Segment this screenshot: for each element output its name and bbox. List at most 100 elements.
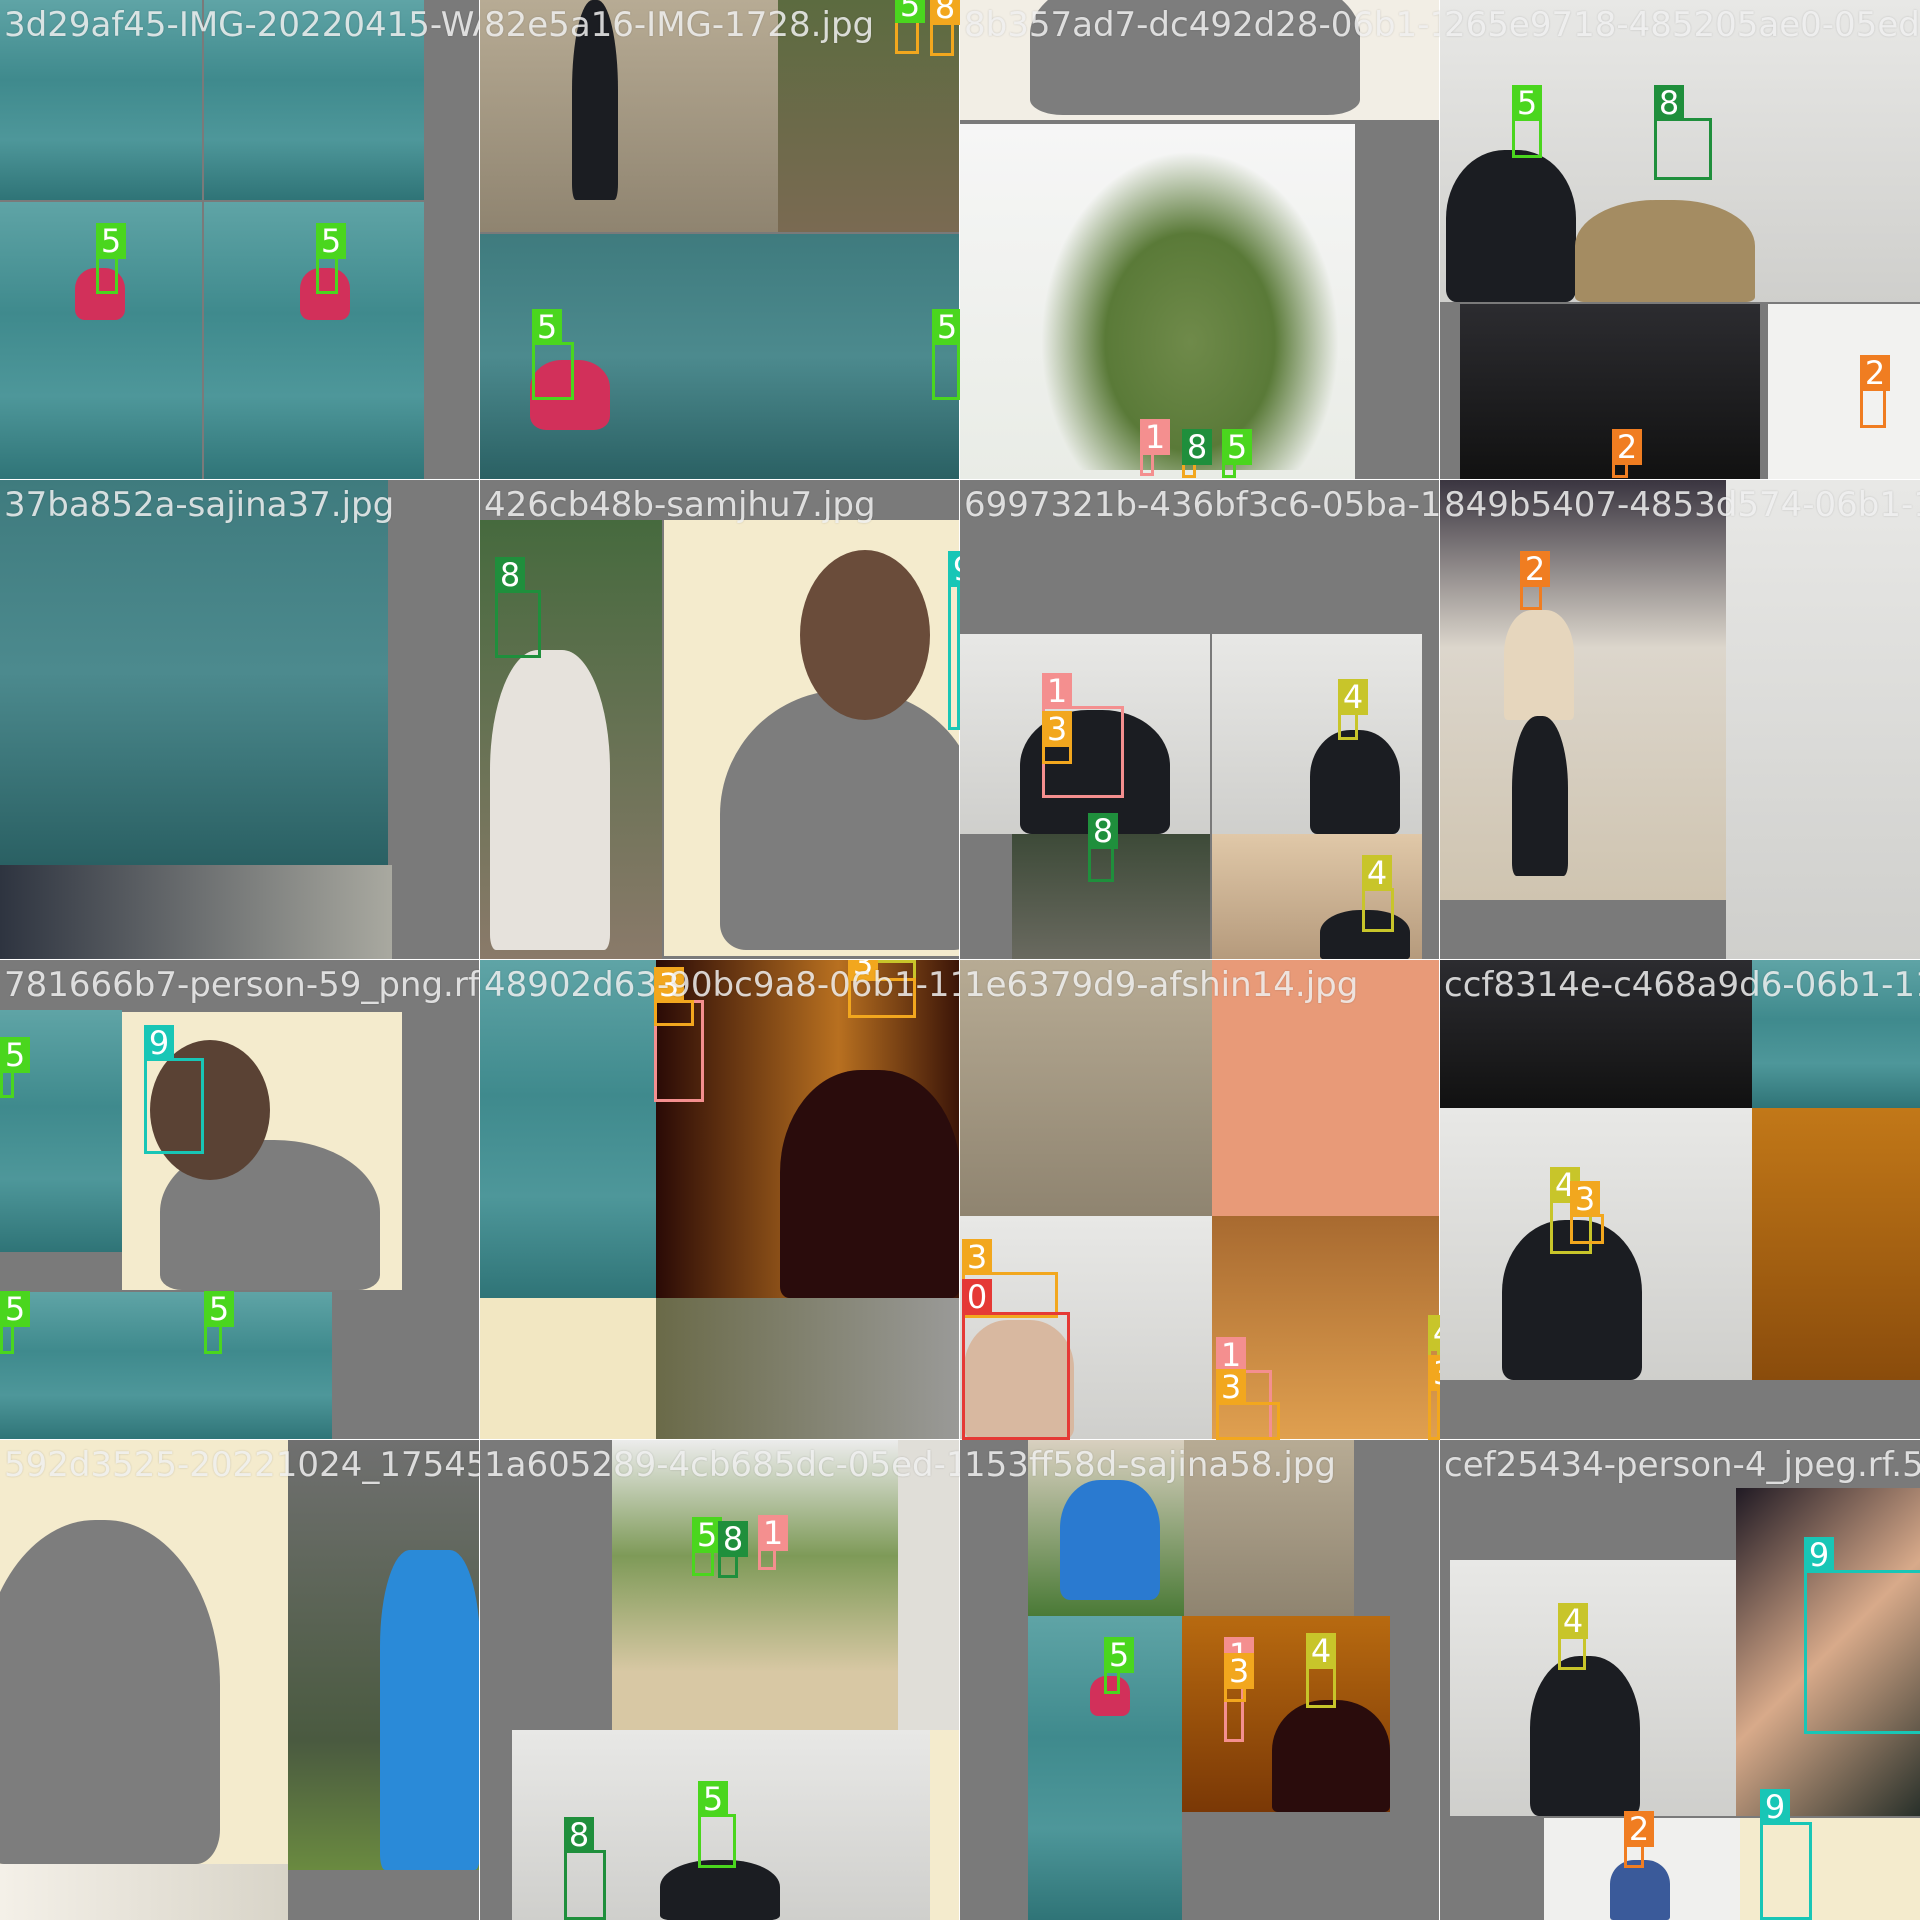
person-figure — [720, 690, 960, 950]
image-panel — [480, 234, 960, 480]
detection-label: 8 — [1654, 85, 1684, 121]
detection-box: 8 — [1088, 813, 1118, 882]
detection-label: 9 — [1760, 1789, 1790, 1825]
mosaic-tile[interactable]: 5 8 5 5 82e5a16-IMG-1728.jpg — [479, 0, 961, 481]
detection-box: 3 — [1224, 1653, 1254, 1702]
image-panel — [1726, 480, 1920, 960]
detection-label: 5 — [0, 1037, 30, 1073]
person-figure — [1030, 0, 1360, 115]
image-panel — [204, 202, 424, 480]
image-panel — [1460, 304, 1760, 480]
detection-label: 8 — [1182, 429, 1212, 465]
image-panel — [656, 1298, 960, 1440]
image-panel — [0, 480, 388, 865]
mosaic-tile[interactable]: 592d3525-20221024_175453.jpg — [0, 1439, 481, 1920]
image-panel — [1212, 960, 1440, 1216]
image-panel — [1768, 304, 1920, 480]
mosaic-tile[interactable]: 5 8 1 8 5 1a605289-4cb685dc-05ed-11 — [479, 1439, 961, 1920]
detection-box: 4 — [1338, 679, 1368, 740]
detection-label: 8 — [1088, 813, 1118, 849]
detection-label: 8 — [495, 557, 525, 593]
detection-box: 8 — [930, 0, 960, 56]
detection-box: 5 — [692, 1517, 722, 1576]
detection-label: 8 — [718, 1521, 748, 1557]
mosaic-tile[interactable]: 4 3 ccf8314e-c468a9d6-06b1-11 — [1439, 959, 1920, 1441]
mosaic-tile[interactable]: 9 4 2 9 cef25434-person-4_jpeg.rf.5 — [1439, 1439, 1920, 1920]
mosaic-tile[interactable]: 37ba852a-sajina37.jpg — [0, 479, 481, 961]
person-figure — [1320, 910, 1410, 960]
tile-title: 3d29af45-IMG-20220415-WA0052.jpg — [4, 5, 480, 45]
detection-label: 4 — [1558, 1603, 1588, 1639]
detection-label: 5 — [895, 0, 925, 23]
detection-box: 5 — [0, 1291, 30, 1354]
tile-title: 781666b7-person-59_png.rf. — [4, 965, 480, 1005]
detection-box: 5 — [96, 223, 126, 294]
detection-box: 4 — [1306, 1633, 1336, 1708]
detection-label: 5 — [1222, 429, 1252, 465]
detection-label: 9 — [948, 551, 960, 587]
tile-title: 592d3525-20221024_175453.jpg — [4, 1445, 480, 1485]
detection-box: 5 — [204, 1291, 234, 1354]
detection-box: 5 — [895, 0, 925, 54]
image-panel — [1184, 1440, 1354, 1616]
detection-label: 5 — [692, 1517, 722, 1553]
detection-box: 1 — [1042, 673, 1124, 798]
detection-box: 5 — [0, 1037, 30, 1098]
tile-title: 1a605289-4cb685dc-05ed-11 — [484, 1445, 960, 1485]
detection-box: 5 — [532, 309, 574, 400]
detection-box: 3 — [1570, 1181, 1604, 1244]
mosaic-tile[interactable]: 5 8 2 2 265e9718-485205ae0-05ed-1 — [1439, 0, 1920, 481]
image-panel — [480, 960, 656, 1298]
tile-title: 849b5407-4853d574-06b1-1 — [1444, 485, 1920, 525]
person-figure — [380, 1550, 480, 1870]
image-panel — [480, 0, 778, 232]
image-panel — [480, 1298, 656, 1440]
person-figure — [660, 1860, 780, 1920]
person-figure — [964, 1320, 1074, 1440]
detection-box: 2 — [1624, 1811, 1654, 1868]
person-figure — [1610, 1860, 1670, 1920]
mosaic-tile[interactable]: 1 3 4 3 48902d63-90bc9a8-06b1-11 — [479, 959, 961, 1441]
tile-title: 8b357ad7-dc492d28-06b1-11 — [964, 5, 1440, 45]
image-panel — [1740, 1818, 1920, 1920]
mosaic-tile[interactable]: 8 9 426cb48b-samjhu7.jpg — [479, 479, 961, 961]
mosaic-tile[interactable]: 5 5 3d29af45-IMG-20220415-WA0052.jpg — [0, 0, 481, 481]
mosaic-tile[interactable]: 1 8 5 8b357ad7-dc492d28-06b1-11 — [959, 0, 1441, 481]
tile-title: 48902d63-90bc9a8-06b1-11 — [484, 965, 960, 1005]
detection-label: 3 — [654, 967, 684, 1003]
image-panel — [612, 1440, 898, 1730]
detection-label: 8 — [564, 1817, 594, 1853]
detection-label: 5 — [0, 1291, 30, 1327]
detection-label: 5 — [1512, 85, 1542, 121]
person-figure — [0, 1520, 220, 1864]
detection-box: 4 — [1362, 855, 1394, 932]
detection-box: 0 — [962, 1279, 1070, 1440]
detection-label: 5 — [532, 309, 562, 345]
person-figure — [1310, 730, 1400, 834]
detection-box: 9 — [1760, 1789, 1812, 1920]
tile-title: 153ff58d-sajina58.jpg — [964, 1445, 1336, 1485]
image-panel — [0, 0, 202, 200]
detection-box: 9 — [948, 551, 960, 730]
detection-box: 1 — [758, 1515, 788, 1570]
mosaic-tile[interactable]: 2 849b5407-4853d574-06b1-1 — [1439, 479, 1920, 961]
detection-label: 4 — [1306, 1633, 1336, 1669]
detection-label: 2 — [1860, 355, 1890, 391]
mosaic-tile[interactable]: 5 1 3 4 153ff58d-sajina58.jpg — [959, 1439, 1441, 1920]
detection-box: 5 — [1104, 1637, 1134, 1694]
detection-label: 3 — [1224, 1653, 1254, 1689]
detection-box: 3 — [1042, 711, 1072, 764]
person-figure — [530, 360, 610, 430]
mosaic-tile[interactable]: 5 9 5 5 781666b7-person-59_png.rf. — [0, 959, 481, 1441]
detection-box: 2 — [1520, 551, 1550, 610]
tile-title: ccf8314e-c468a9d6-06b1-11 — [1444, 965, 1920, 1005]
mosaic-tile[interactable]: 1 3 4 8 4 6997321b-436bf3c6-05ba-11 — [959, 479, 1441, 961]
person-figure — [1502, 1220, 1642, 1380]
detection-box: 4 — [1558, 1603, 1588, 1670]
mosaic-tile[interactable]: 3 0 1 3 4 3 1e6379d9-afshin14.jpg — [959, 959, 1441, 1441]
detection-box: 9 — [144, 1025, 204, 1154]
tile-title: 37ba852a-sajina37.jpg — [4, 485, 395, 525]
detection-label: 1 — [1216, 1337, 1246, 1373]
detection-label: 3 — [1570, 1181, 1600, 1217]
